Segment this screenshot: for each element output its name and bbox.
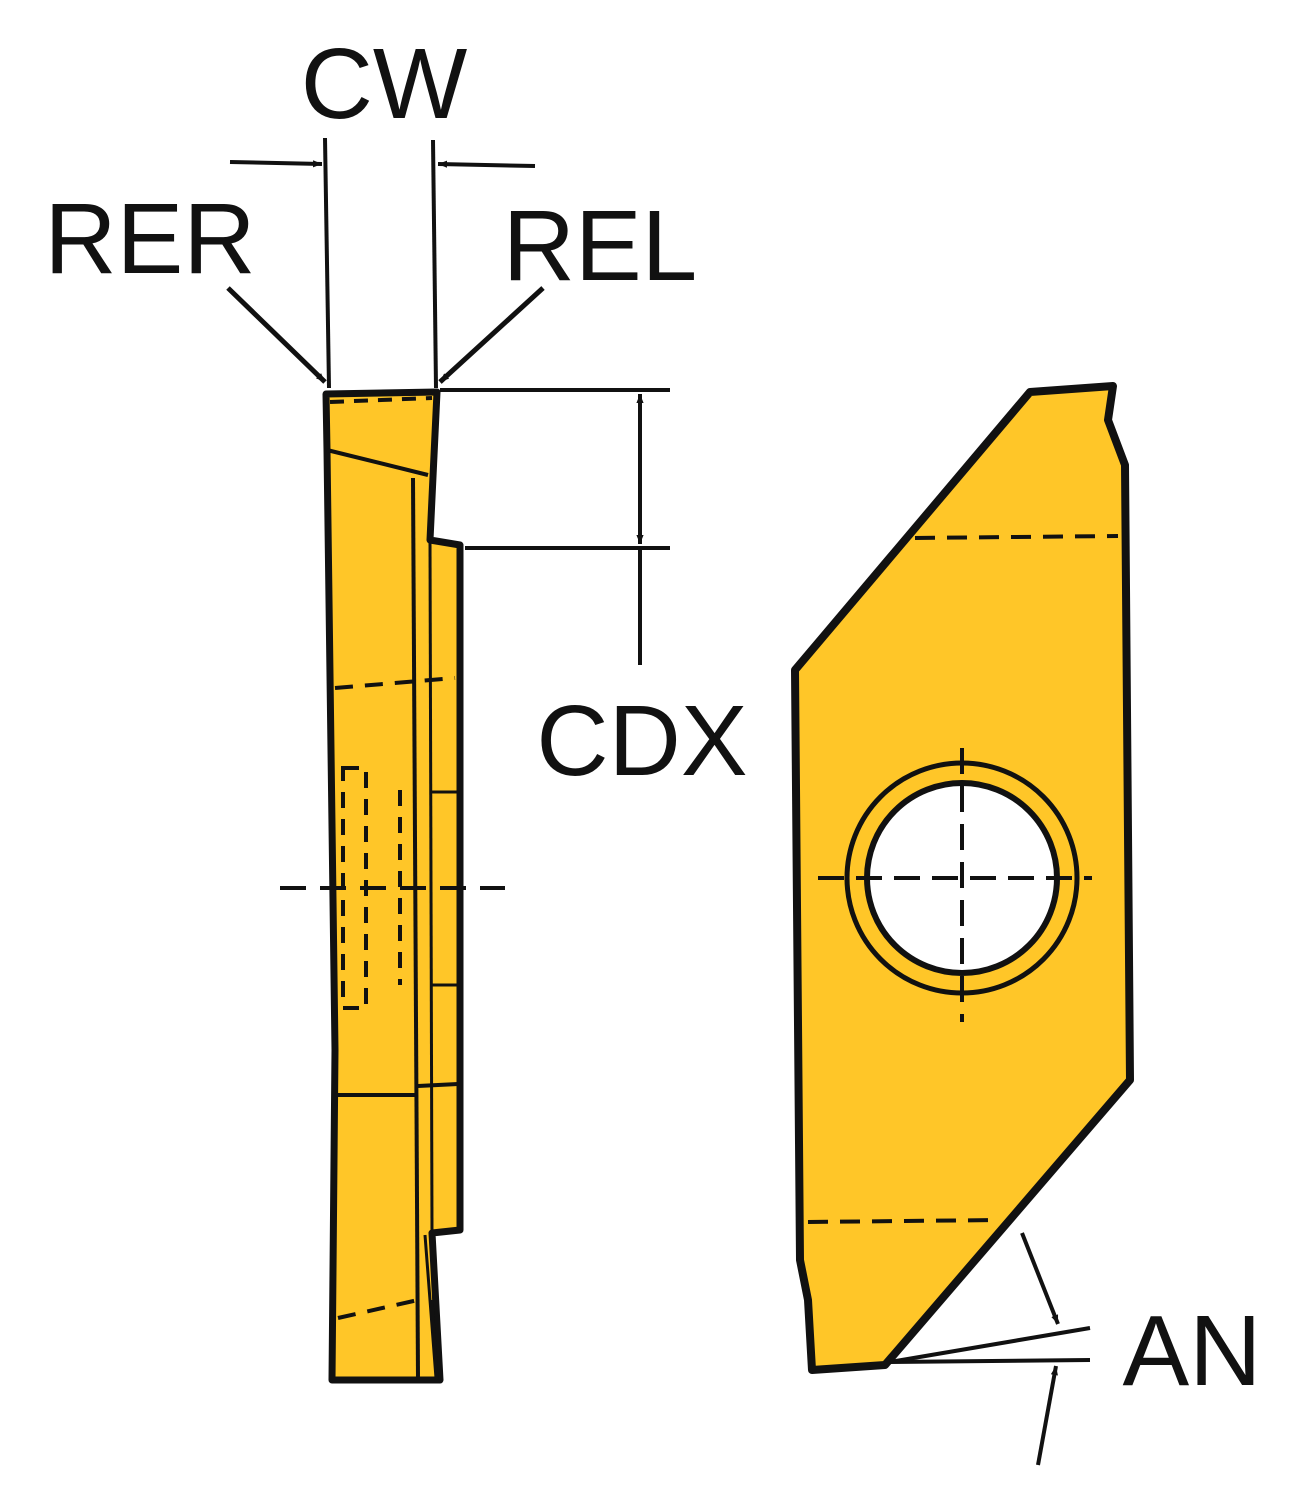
side-view-hidden-line-upper — [334, 676, 456, 690]
cw-dimension — [229, 137, 536, 389]
front-view-hidden-line-top — [914, 534, 1119, 540]
front-view-hidden-line-bottom — [807, 1218, 1001, 1224]
cw-extension-left — [323, 137, 331, 389]
rer-label: RER — [44, 183, 255, 295]
an-arrow-bottom — [1036, 1365, 1058, 1466]
side-view-bevel — [326, 448, 429, 477]
an-arrow-top — [1020, 1232, 1060, 1325]
cw-label: CW — [301, 28, 468, 140]
cw-arrow-right — [437, 160, 536, 168]
side-view-hidden-line-bottom — [337, 1298, 419, 1320]
side-view-inner-edge — [411, 477, 420, 1381]
side-view-chip-former — [423, 1234, 439, 1381]
cw-arrow-left — [229, 160, 323, 168]
rer-pointer — [226, 286, 327, 384]
cdx-dimension — [440, 388, 670, 665]
cdx-label: CDX — [536, 685, 747, 797]
rel-pointer — [438, 286, 545, 384]
side-view-step-edge — [428, 539, 434, 1234]
an-dimension — [889, 1232, 1091, 1466]
cw-extension-right — [431, 139, 438, 389]
side-view-top-edge-hidden — [329, 396, 433, 404]
side-view-hidden-pocket — [341, 766, 402, 1010]
an-reference-line-horizontal — [889, 1358, 1091, 1364]
side-view — [280, 388, 505, 1384]
an-label: AN — [1123, 1295, 1262, 1407]
rel-label: REL — [503, 190, 698, 302]
side-view-body — [322, 388, 464, 1384]
side-view-ticks — [430, 790, 458, 987]
an-reference-line-angled — [889, 1326, 1091, 1364]
side-view-line-step — [417, 1082, 459, 1088]
front-view — [791, 382, 1134, 1374]
